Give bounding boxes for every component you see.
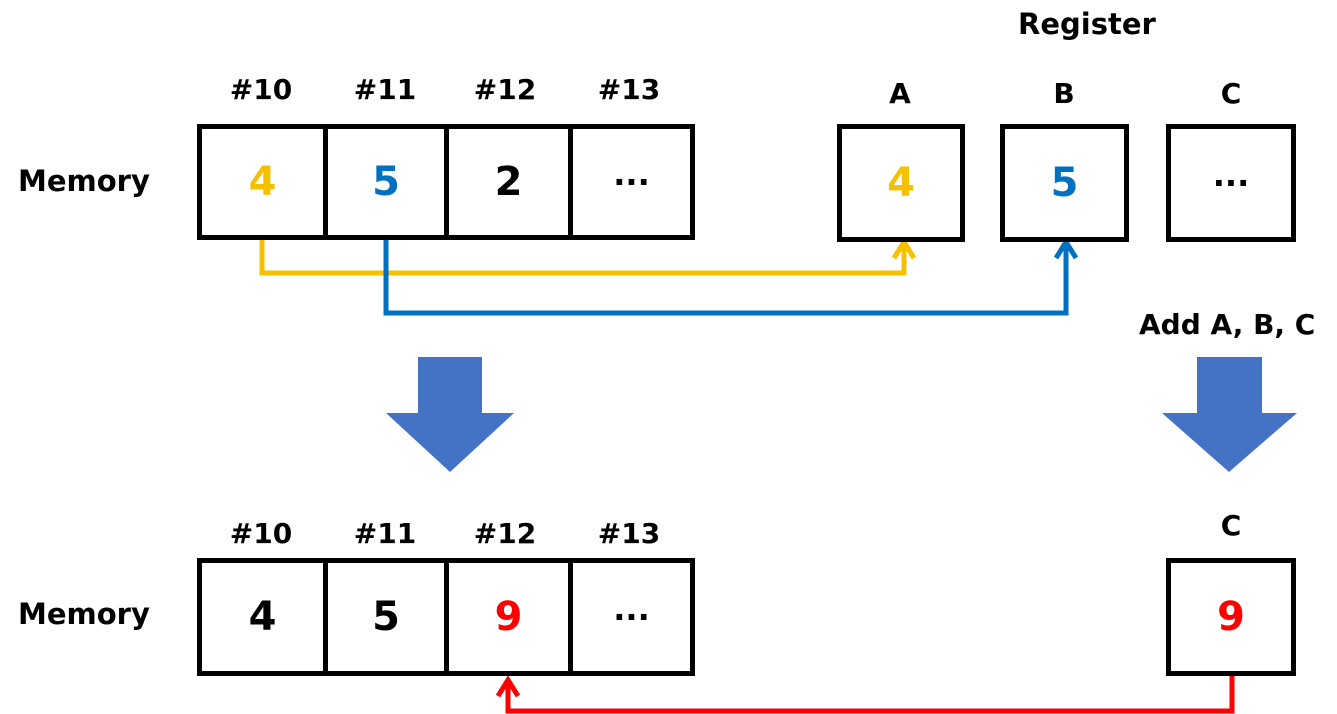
big-down-arrow-icon xyxy=(1162,357,1297,472)
memory-value: 5 xyxy=(372,594,400,640)
memory-address: #12 xyxy=(473,73,537,106)
memory-cell: ··· xyxy=(568,558,695,676)
instruction-label: Add A, B, C xyxy=(1139,308,1316,341)
memory-value: 4 xyxy=(248,594,277,640)
register-title: Register xyxy=(1018,7,1156,41)
memory-cell: 4 xyxy=(197,124,328,240)
yellow-arrowhead-icon xyxy=(891,237,917,260)
register-value: 5 xyxy=(1050,160,1079,206)
memory-address: #11 xyxy=(353,517,417,550)
memory-address: #13 xyxy=(597,73,661,106)
memory-value: 5 xyxy=(372,159,400,205)
memory-value: ··· xyxy=(613,163,650,201)
memory-address: #10 xyxy=(229,517,293,550)
blue-arrowhead-icon xyxy=(1053,237,1079,260)
memory-cell: 5 xyxy=(323,124,449,240)
memory-address: #11 xyxy=(353,73,417,106)
blue-connector xyxy=(383,238,1069,316)
register-name: C xyxy=(1220,77,1242,110)
memory-cell: 9 xyxy=(444,558,573,676)
memory-cell: 4 xyxy=(197,558,328,676)
register-cell: 4 xyxy=(837,124,965,242)
memory-cell: ··· xyxy=(568,124,695,240)
register-name: A xyxy=(889,77,911,110)
register-value: 9 xyxy=(1217,594,1245,640)
memory-address: #13 xyxy=(597,517,661,550)
memory-cell: 5 xyxy=(323,558,449,676)
register-cell: 9 xyxy=(1166,558,1296,676)
register-name: B xyxy=(1053,77,1075,110)
register-name: C xyxy=(1220,509,1242,542)
red-arrowhead-icon xyxy=(495,675,521,698)
register-value: ··· xyxy=(1212,164,1250,202)
memory-value: 9 xyxy=(494,594,523,640)
memory-value: 4 xyxy=(248,159,277,205)
memory-address: #10 xyxy=(229,73,293,106)
memory-row-label: Memory xyxy=(18,164,150,198)
register-cell: 5 xyxy=(1000,124,1129,242)
memory-address: #12 xyxy=(473,517,537,550)
register-cell: ··· xyxy=(1166,124,1296,242)
red-connector xyxy=(505,674,1235,714)
yellow-connector xyxy=(259,238,907,276)
memory-cell: 2 xyxy=(444,124,573,240)
memory-row-label: Memory xyxy=(18,597,150,631)
memory-value: 2 xyxy=(494,159,523,205)
memory-value: ··· xyxy=(613,598,650,636)
big-down-arrow-icon xyxy=(386,357,514,472)
register-value: 4 xyxy=(887,160,915,206)
